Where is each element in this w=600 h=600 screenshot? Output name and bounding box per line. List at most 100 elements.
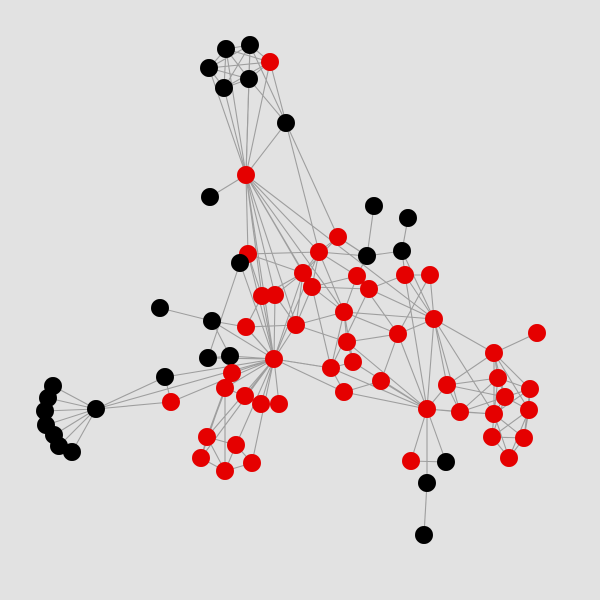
red-node bbox=[227, 436, 245, 454]
black-node bbox=[200, 59, 218, 77]
red-node bbox=[515, 429, 533, 447]
red-node bbox=[266, 286, 284, 304]
graph-edge bbox=[273, 294, 276, 360]
red-node bbox=[303, 278, 321, 296]
graph-edge bbox=[249, 44, 287, 124]
graph-edge bbox=[245, 174, 275, 360]
red-node bbox=[496, 388, 514, 406]
black-node bbox=[231, 254, 249, 272]
graph-edge bbox=[330, 288, 370, 369]
graph-edge bbox=[397, 333, 428, 410]
graph-edge bbox=[247, 251, 320, 255]
graph-edge bbox=[273, 272, 304, 360]
black-node bbox=[241, 36, 259, 54]
graph-edge bbox=[433, 318, 495, 354]
graph-edge bbox=[285, 122, 320, 253]
graph-edge bbox=[225, 48, 247, 176]
graph-edge bbox=[245, 174, 297, 326]
red-node bbox=[451, 403, 469, 421]
graph-edge bbox=[352, 361, 428, 410]
graph-edge bbox=[343, 311, 399, 335]
graph-edge bbox=[433, 318, 461, 413]
red-node bbox=[483, 428, 501, 446]
red-node bbox=[162, 393, 180, 411]
red-node bbox=[216, 379, 234, 397]
graph-edge bbox=[493, 352, 530, 411]
red-node bbox=[520, 401, 538, 419]
black-node bbox=[151, 299, 169, 317]
graph-edge bbox=[446, 384, 506, 398]
graph-edge bbox=[245, 122, 287, 176]
graph-edge bbox=[200, 387, 226, 459]
black-node bbox=[221, 347, 239, 365]
red-node bbox=[372, 372, 390, 390]
graph-edge bbox=[247, 253, 275, 360]
graph-edge bbox=[95, 358, 275, 410]
graph-edge bbox=[368, 288, 435, 320]
black-node bbox=[63, 443, 81, 461]
red-node bbox=[402, 452, 420, 470]
graph-edge bbox=[245, 174, 345, 313]
red-node bbox=[421, 266, 439, 284]
graph-edge bbox=[245, 174, 320, 253]
red-node bbox=[223, 364, 241, 382]
red-node bbox=[335, 383, 353, 401]
graph-edge bbox=[426, 408, 447, 463]
graph-edge bbox=[343, 391, 428, 410]
graph-edge bbox=[245, 174, 435, 320]
red-node bbox=[425, 310, 443, 328]
black-node bbox=[418, 474, 436, 492]
graph-edge bbox=[433, 318, 448, 386]
red-node bbox=[360, 280, 378, 298]
red-node bbox=[329, 228, 347, 246]
red-node bbox=[237, 318, 255, 336]
black-node bbox=[156, 368, 174, 386]
graph-edge bbox=[245, 174, 276, 296]
black-node bbox=[415, 526, 433, 544]
graph-edge bbox=[311, 286, 332, 369]
graph-edge bbox=[401, 250, 435, 320]
graph-edge bbox=[208, 67, 247, 176]
red-node bbox=[198, 428, 216, 446]
graph-edge bbox=[285, 122, 339, 238]
black-node bbox=[203, 312, 221, 330]
graph-edge bbox=[245, 78, 250, 176]
red-node bbox=[236, 387, 254, 405]
red-node bbox=[237, 166, 255, 184]
red-node bbox=[192, 449, 210, 467]
black-node bbox=[36, 402, 54, 420]
graph-edge bbox=[273, 358, 345, 393]
graph-edge bbox=[248, 78, 287, 124]
graph-edge bbox=[239, 262, 275, 360]
graph-edge bbox=[95, 376, 166, 410]
black-node bbox=[277, 114, 295, 132]
red-node bbox=[287, 316, 305, 334]
red-node bbox=[265, 350, 283, 368]
graph-edge bbox=[269, 61, 287, 124]
graph-edge bbox=[410, 408, 428, 462]
graph-edge bbox=[343, 311, 435, 320]
black-node bbox=[199, 349, 217, 367]
graph-edge bbox=[95, 401, 172, 410]
black-node bbox=[358, 247, 376, 265]
red-node bbox=[438, 376, 456, 394]
black-node bbox=[399, 209, 417, 227]
black-node bbox=[365, 197, 383, 215]
graph-edge bbox=[273, 251, 320, 360]
red-node bbox=[521, 380, 539, 398]
red-node bbox=[485, 344, 503, 362]
graph-edge bbox=[208, 61, 271, 69]
red-node bbox=[389, 325, 407, 343]
red-node bbox=[418, 400, 436, 418]
graph-edge bbox=[397, 274, 431, 335]
black-node bbox=[201, 188, 219, 206]
black-node bbox=[393, 242, 411, 260]
graph-edge bbox=[426, 318, 435, 410]
graph-edge bbox=[404, 274, 428, 410]
black-node bbox=[437, 453, 455, 471]
red-node bbox=[216, 462, 234, 480]
red-node bbox=[253, 287, 271, 305]
black-node bbox=[215, 79, 233, 97]
